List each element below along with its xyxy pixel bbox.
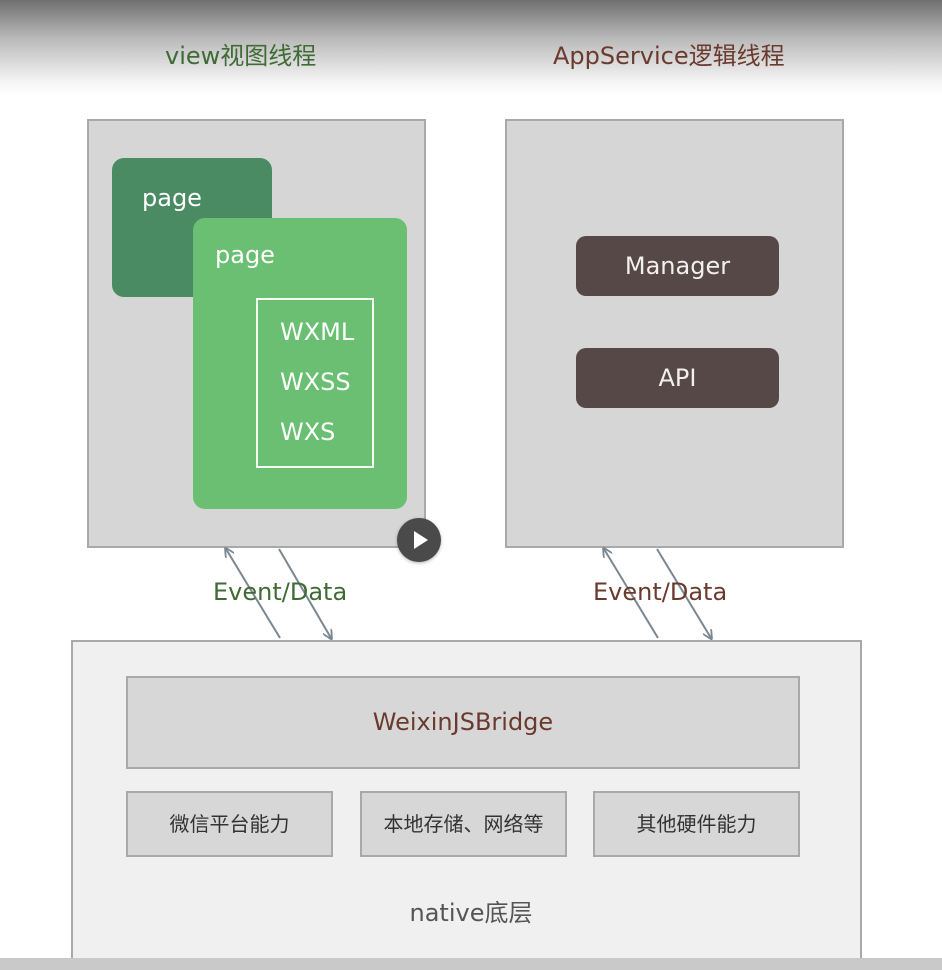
wxml-label: WXML xyxy=(280,318,355,346)
wxs-label: WXS xyxy=(280,418,336,446)
manager-module: Manager xyxy=(576,236,779,296)
app-service-panel xyxy=(505,119,844,548)
storage-network-ability: 本地存储、网络等 xyxy=(360,791,567,857)
view-data-arrow-down xyxy=(278,548,331,638)
bottom-bar xyxy=(0,958,942,970)
native-layer-label: native底层 xyxy=(409,899,533,927)
page-front-label: page xyxy=(215,241,275,269)
view-event-data-label: Event/Data xyxy=(213,578,348,606)
api-module: API xyxy=(576,348,779,408)
page-files-box: WXML WXSS WXS xyxy=(256,298,374,468)
weixin-js-bridge: WeixinJSBridge xyxy=(126,676,800,769)
page-card-front: page WXML WXSS WXS xyxy=(193,218,407,509)
top-shade xyxy=(0,0,942,95)
app-event-arrow-up xyxy=(604,549,659,639)
app-data-arrow-down xyxy=(656,548,711,638)
play-icon[interactable] xyxy=(397,518,441,562)
view-event-arrow-up xyxy=(226,549,281,639)
view-thread-title: view视图线程 xyxy=(165,42,317,70)
hardware-ability: 其他硬件能力 xyxy=(593,791,800,857)
app-service-thread-title: AppService逻辑线程 xyxy=(553,42,785,70)
page-back-label: page xyxy=(142,184,202,212)
wechat-platform-ability: 微信平台能力 xyxy=(126,791,333,857)
app-event-data-label: Event/Data xyxy=(593,578,728,606)
wxss-label: WXSS xyxy=(280,368,351,396)
